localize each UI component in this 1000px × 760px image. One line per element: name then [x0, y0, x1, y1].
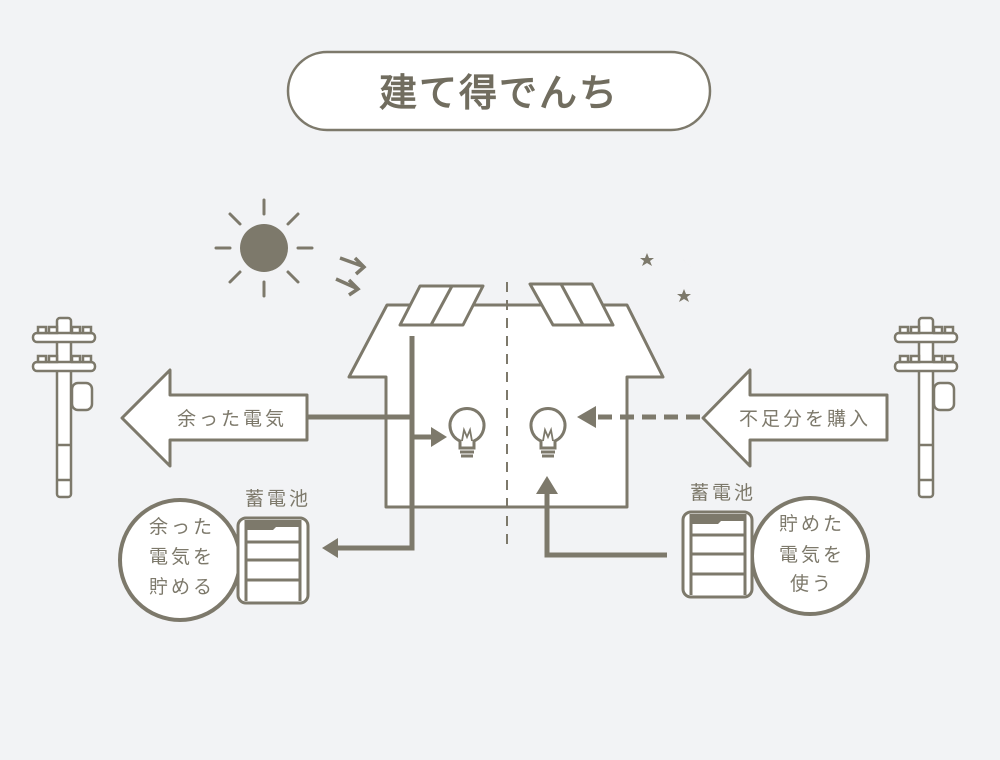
circle-line: 使う	[790, 573, 834, 595]
sell-arrow: 余った電気	[120, 368, 309, 468]
page-title: 建て得でんち	[379, 71, 619, 115]
battery-use-flow	[536, 476, 667, 558]
buy-flow	[577, 406, 700, 428]
circle-line: 電気を	[149, 546, 215, 568]
utility-pole-icon	[893, 316, 959, 499]
battery-label: 蓄電池	[690, 482, 756, 504]
circle-line: 電気を	[779, 544, 845, 566]
title-pill: 建て得でんち	[286, 50, 712, 132]
solar-power-flow	[307, 336, 447, 558]
buy-arrow-label: 不足分を購入	[739, 408, 871, 430]
battery-label: 蓄電池	[245, 488, 311, 510]
star-icon	[640, 253, 654, 266]
solar-panel-icon	[528, 282, 615, 327]
circle-line: 余った	[149, 516, 215, 538]
moon-icon	[677, 218, 724, 272]
solar-panel-icon	[398, 284, 485, 327]
circle-line: 貯めた	[779, 513, 845, 535]
battery-icon	[236, 516, 310, 605]
house-icon	[347, 282, 665, 545]
light-bulb-icon	[448, 407, 486, 458]
sunlight-arrows-icon	[335, 256, 367, 297]
circle-line: 貯める	[149, 576, 215, 598]
battery-icon	[681, 510, 754, 599]
left-battery-group: 余った 電気を 貯める 蓄電池	[118, 488, 311, 622]
star-icon	[677, 289, 691, 302]
sell-arrow-label: 余った電気	[177, 408, 287, 430]
utility-pole-icon	[31, 316, 97, 499]
light-bulb-icon	[529, 407, 567, 458]
buy-arrow: 不足分を購入	[701, 368, 889, 468]
right-battery-group: 貯めた 電気を 使う 蓄電池	[681, 482, 870, 616]
sun-icon	[214, 198, 314, 298]
